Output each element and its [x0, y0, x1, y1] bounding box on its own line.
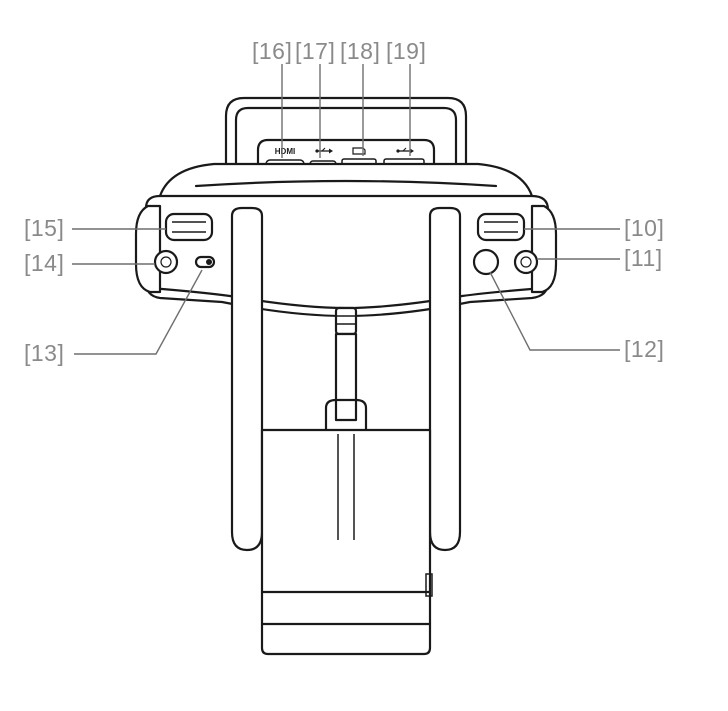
- callout-18: [18]: [340, 40, 380, 63]
- callout-13: [13]: [24, 342, 64, 365]
- callout-17: [17]: [295, 40, 335, 63]
- left-dial-15[interactable]: [166, 214, 212, 240]
- callout-16: [16]: [252, 40, 292, 63]
- right-button-12[interactable]: [474, 250, 498, 274]
- callout-11: [11]: [624, 247, 663, 270]
- left-antenna: [232, 208, 262, 550]
- device-holder: [262, 430, 430, 654]
- callout-10: [10]: [624, 217, 664, 240]
- switch-13-knob: [206, 259, 212, 265]
- right-antenna: [430, 208, 460, 550]
- left-grip: [136, 206, 160, 292]
- mount-stem: [336, 334, 356, 420]
- hdmi-label: HDMI: [275, 147, 295, 156]
- callout-15: [15]: [24, 217, 64, 240]
- callout-19: [19]: [386, 40, 426, 63]
- callout-14: [14]: [24, 252, 64, 275]
- right-button-11[interactable]: [515, 251, 537, 273]
- right-grip: [532, 206, 556, 292]
- right-dial-10[interactable]: [478, 214, 524, 240]
- callout-12: [12]: [624, 338, 664, 361]
- left-button-14[interactable]: [155, 251, 177, 273]
- mount-connector: [336, 308, 356, 334]
